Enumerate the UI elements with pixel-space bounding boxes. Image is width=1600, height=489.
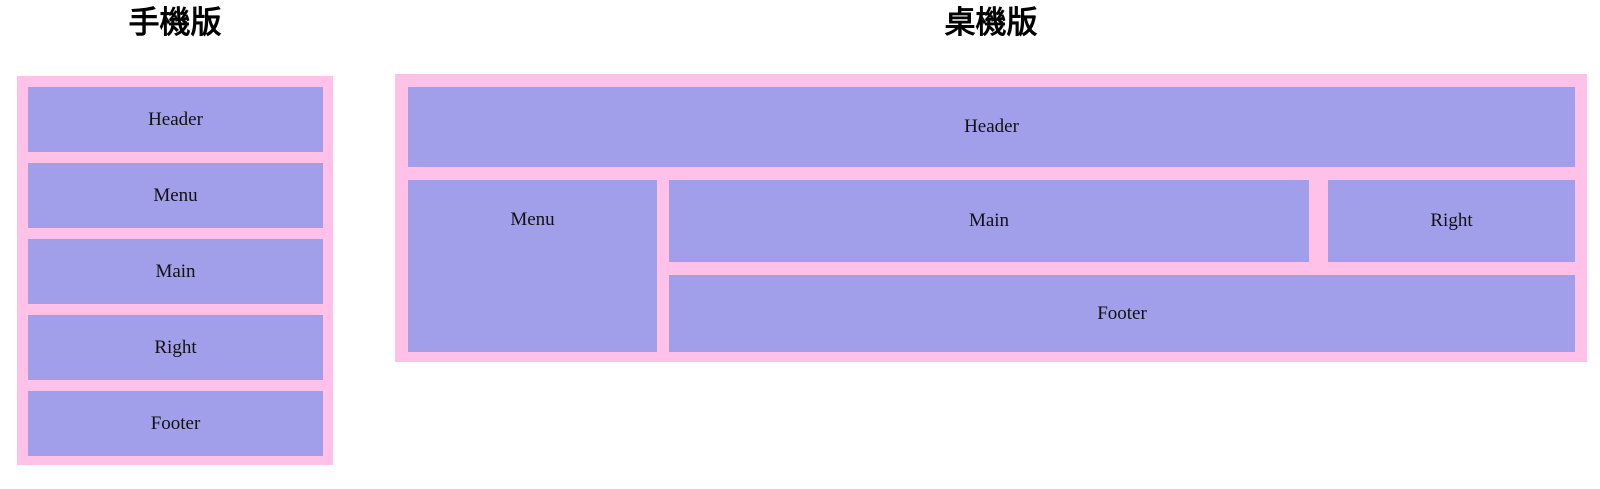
desktop-menu-label: Menu [510, 209, 555, 230]
mobile-right-box: Right [28, 315, 323, 380]
mobile-main-box: Main [28, 239, 323, 304]
desktop-footer-box: Footer [669, 275, 1575, 352]
desktop-header-box: Header [408, 87, 1575, 167]
mobile-version-title: 手機版 [128, 5, 222, 40]
desktop-main-label: Main [968, 210, 1010, 231]
desktop-right-label: Right [1430, 210, 1473, 231]
desktop-layout-container: Header Menu Main Right Footer [395, 74, 1587, 362]
mobile-layout-container: Header Menu Main Right Footer [17, 76, 333, 465]
mobile-header-label: Header [148, 108, 203, 130]
desktop-version-title: 桌機版 [944, 5, 1038, 40]
desktop-footer-label: Footer [1097, 302, 1147, 324]
mobile-header-box: Header [28, 87, 323, 152]
desktop-header-label: Header [964, 116, 1019, 137]
desktop-main-box: Main [669, 180, 1309, 262]
mobile-menu-label: Menu [153, 184, 198, 206]
mobile-footer-box: Footer [28, 391, 323, 456]
mobile-menu-box: Menu [28, 163, 323, 228]
desktop-menu-box: Menu [408, 180, 657, 352]
desktop-right-box: Right [1328, 180, 1575, 262]
mobile-right-label: Right [154, 336, 197, 358]
mobile-footer-label: Footer [150, 412, 201, 434]
mobile-main-label: Main [155, 260, 196, 282]
